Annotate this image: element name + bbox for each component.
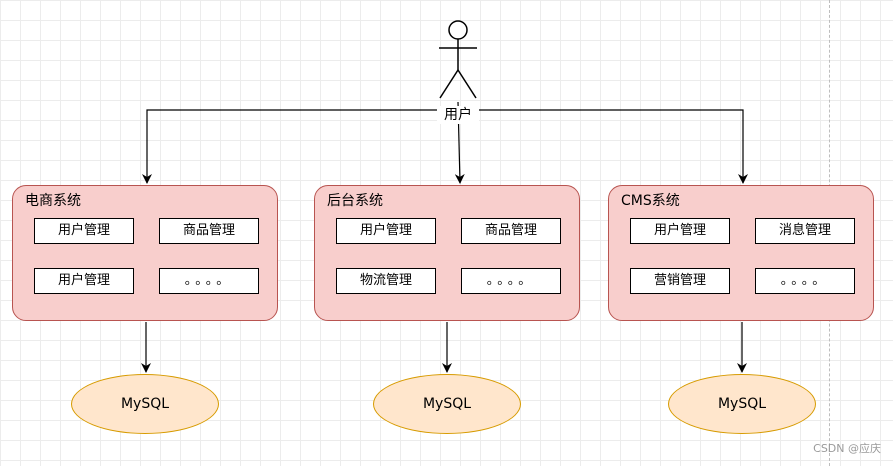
module-box[interactable]: 用户管理	[630, 218, 730, 244]
system-title: 后台系统	[327, 193, 383, 209]
module-box[interactable]: 。。。。	[461, 268, 561, 294]
module-box[interactable]: 物流管理	[336, 268, 436, 294]
system-backend[interactable]: 后台系统 用户管理 商品管理 物流管理 。。。。	[314, 185, 580, 321]
system-title: 电商系统	[25, 193, 81, 209]
module-box[interactable]: 营销管理	[630, 268, 730, 294]
edge-user-to-ecommerce	[142, 109, 458, 184]
module-box[interactable]: 商品管理	[461, 218, 561, 244]
database-cms[interactable]: MySQL	[668, 374, 816, 434]
database-backend[interactable]: MySQL	[373, 374, 521, 434]
module-box[interactable]: 用户管理	[34, 268, 134, 294]
database-ecommerce[interactable]: MySQL	[71, 374, 219, 434]
module-box[interactable]: 商品管理	[159, 218, 259, 244]
module-box[interactable]: 消息管理	[755, 218, 855, 244]
edge-user-to-cms	[458, 109, 748, 184]
module-box[interactable]: 。。。。	[755, 268, 855, 294]
system-cms[interactable]: CMS系统 用户管理 消息管理 营销管理 。。。。	[608, 185, 874, 321]
system-title: CMS系统	[621, 193, 680, 209]
actor-label: 用户	[437, 106, 479, 124]
system-ecommerce[interactable]: 电商系统 用户管理 商品管理 用户管理 。。。。	[12, 185, 278, 321]
module-box[interactable]: 用户管理	[34, 218, 134, 244]
watermark: CSDN @应庆	[813, 442, 881, 455]
user-actor-icon[interactable]	[436, 18, 480, 102]
module-box[interactable]: 用户管理	[336, 218, 436, 244]
module-box[interactable]: 。。。。	[159, 268, 259, 294]
